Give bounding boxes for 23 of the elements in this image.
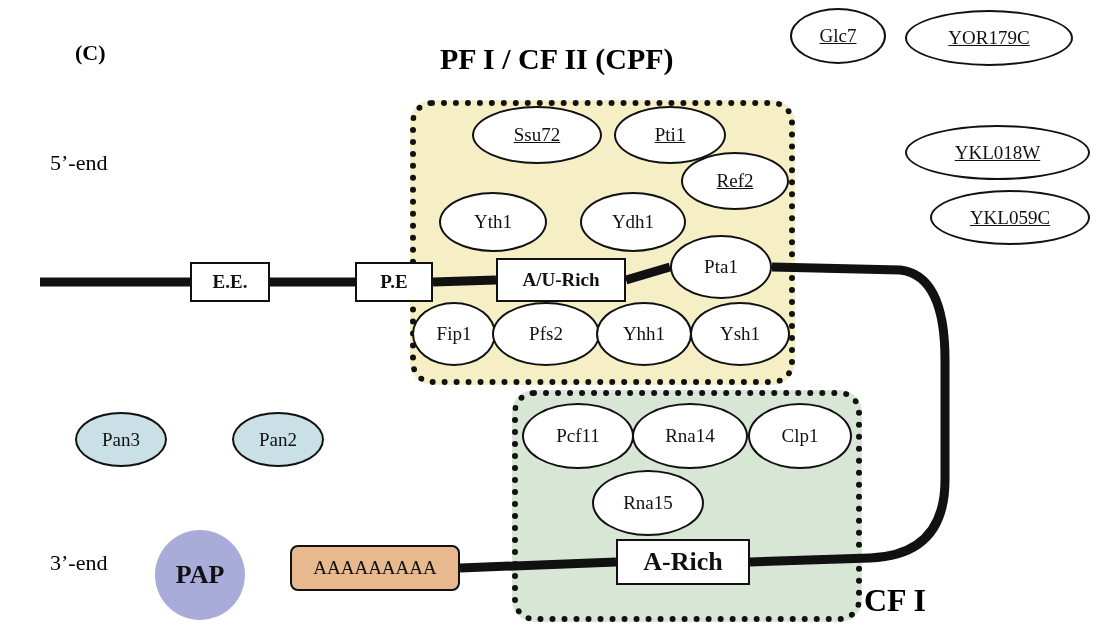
rna-strand-line (749, 262, 950, 567)
panel-label: (C) (75, 40, 106, 66)
end-label: 3’-end (50, 550, 108, 576)
enzyme-circle: PAP (155, 530, 245, 620)
protein-ellipse: Pan2 (232, 412, 324, 467)
sequence-element-box: A-Rich (616, 539, 750, 585)
group-title: CF I (864, 582, 926, 619)
sequence-element-box: E.E. (190, 262, 270, 302)
end-label: 5’-end (50, 150, 108, 176)
poly-a-tail-box: AAAAAAAAA (290, 545, 460, 591)
sequence-element-box: P.E (355, 262, 433, 302)
protein-ellipse: YKL018W (905, 125, 1090, 180)
protein-ellipse: Pan3 (75, 412, 167, 467)
rna-strand-line (270, 277, 355, 287)
protein-ellipse: YKL059C (930, 190, 1090, 245)
sequence-element-box: A/U-Rich (496, 258, 626, 302)
rna-strand-line (624, 262, 672, 285)
group-title: PF I / CF II (CPF) (440, 42, 674, 76)
rna-strand-line (40, 277, 190, 287)
rna-strand-line (432, 275, 497, 287)
protein-ellipse: YOR179C (905, 10, 1073, 66)
protein-ellipse: Glc7 (790, 8, 886, 64)
rna-strand-line (459, 557, 617, 573)
